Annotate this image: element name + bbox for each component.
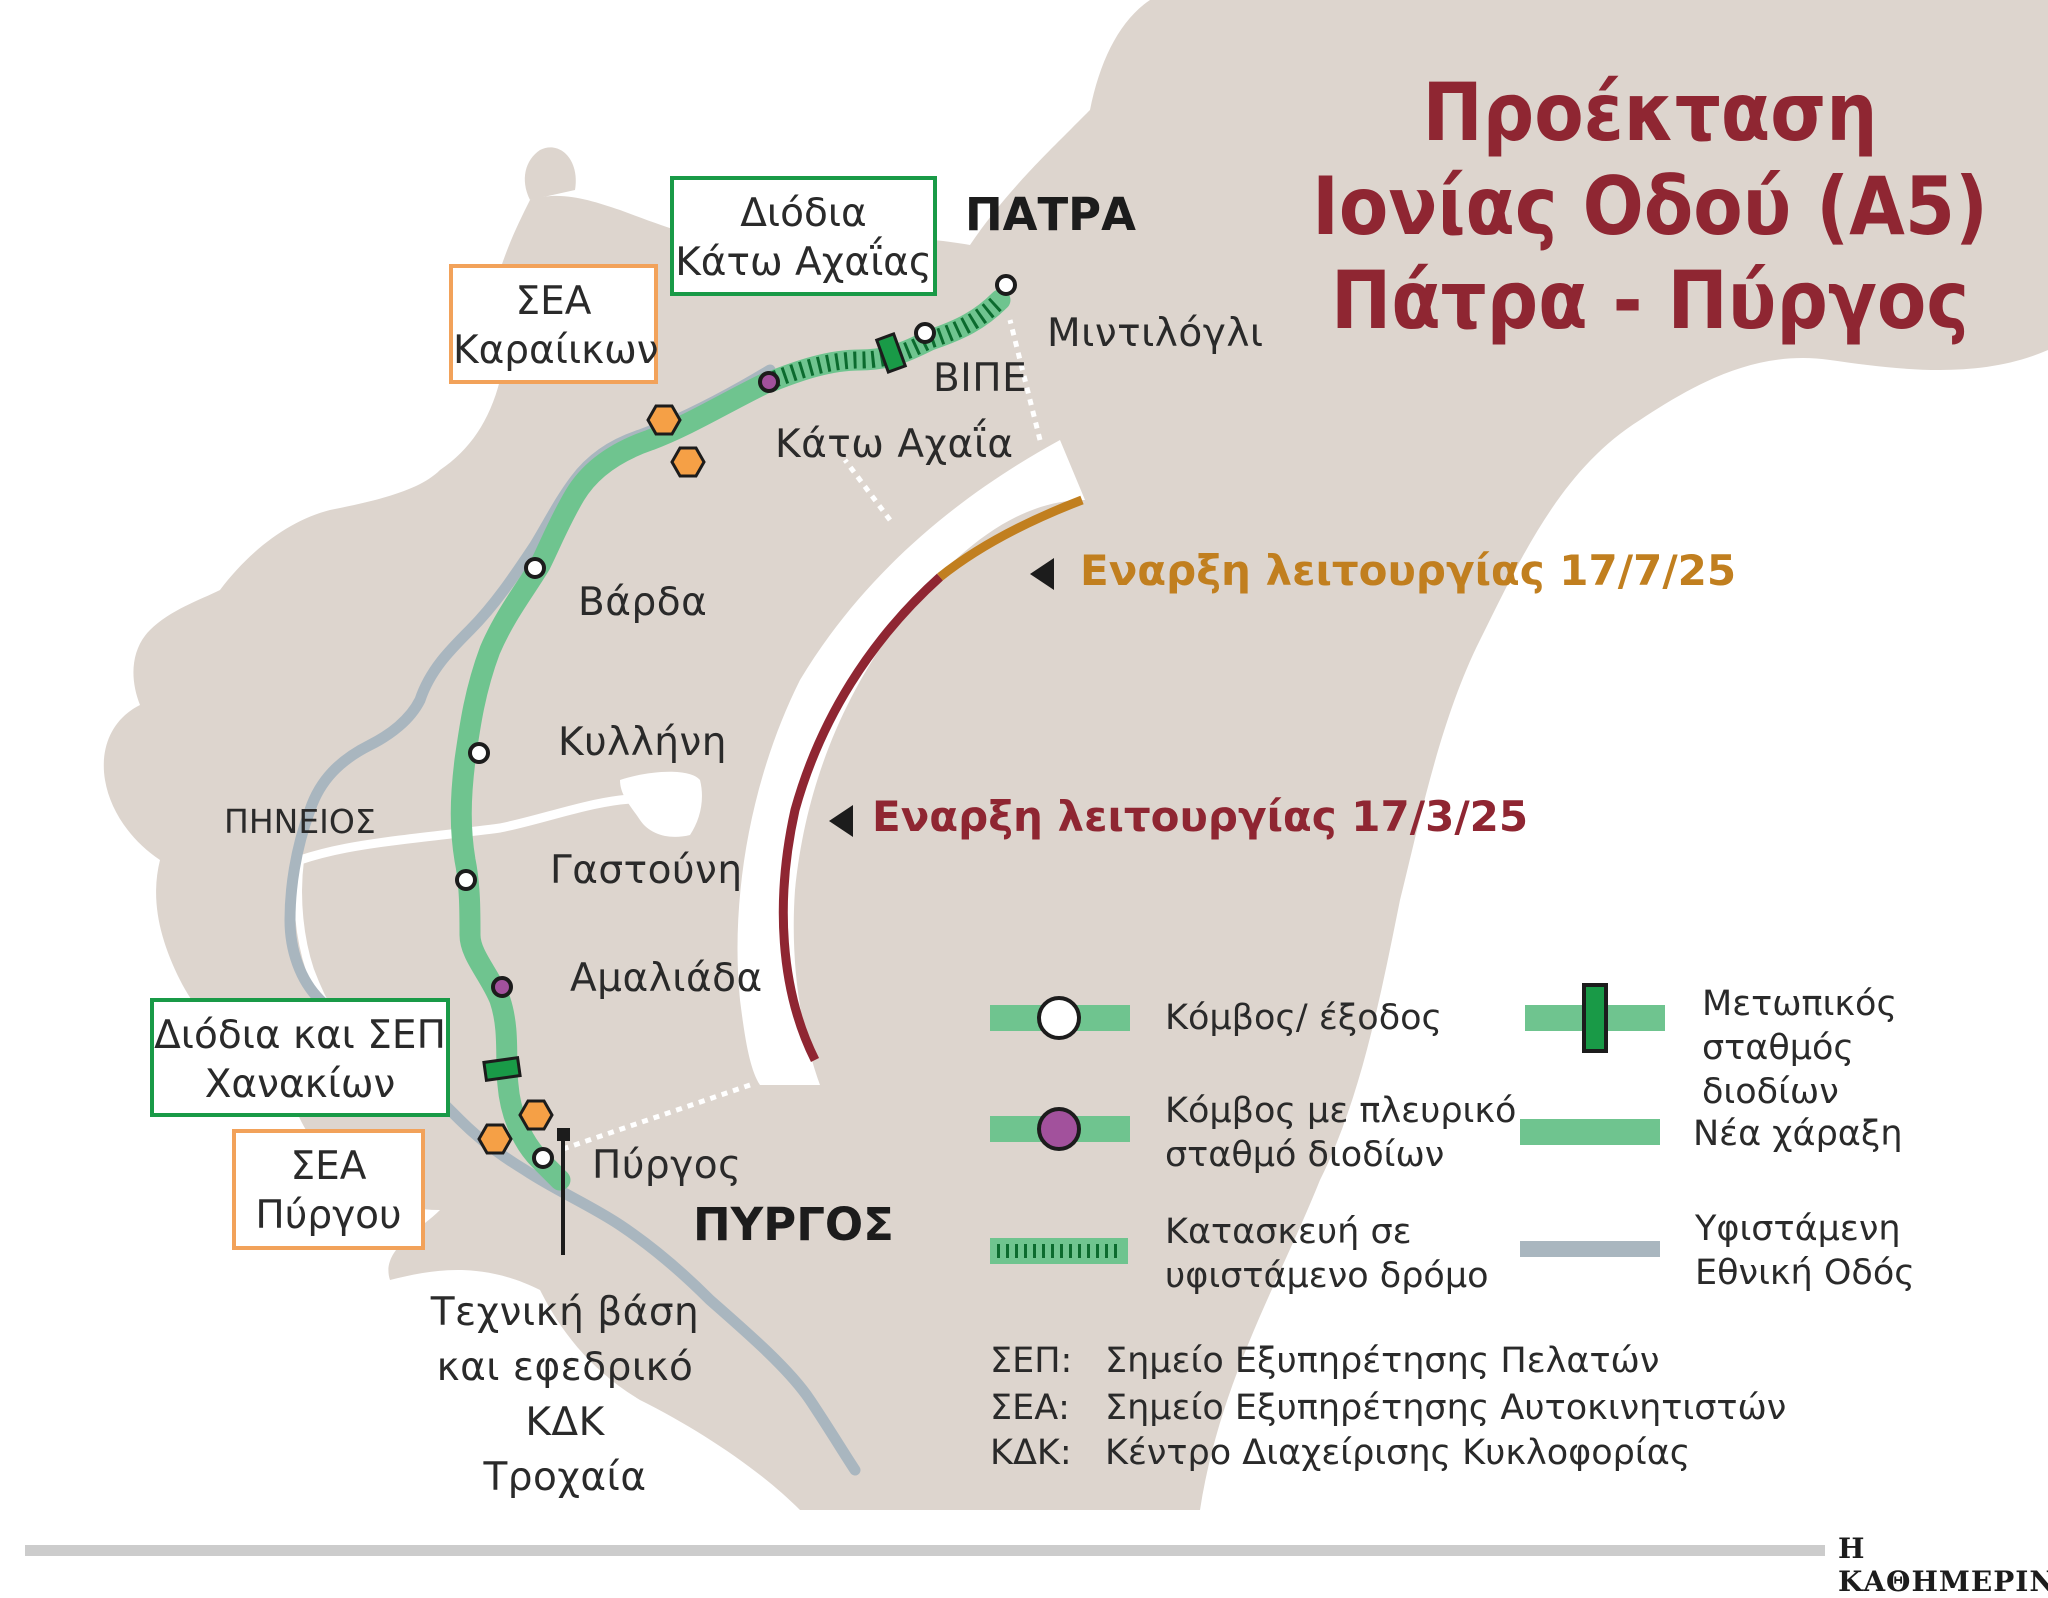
legend-construction-line2: υφιστάμενο δρόμο: [1165, 1256, 1489, 1296]
place-pineios: ΠΗΝΕΙΟΣ: [224, 802, 376, 841]
place-vipe: ΒΙΠΕ: [933, 356, 1028, 401]
legend-node-exit-icon: [1037, 996, 1081, 1040]
front-toll-chanakion-icon: [482, 1056, 522, 1082]
place-gastouni: Γαστούνη: [550, 848, 743, 893]
title-line-2: Ιονίας Οδού (Α5): [1312, 160, 1988, 253]
phase-march-label: Εναρξη λειτουργίας 17/3/25: [872, 792, 1529, 841]
box-toll-kato-achaia-line2: Κάτω Αχαΐας: [675, 240, 932, 285]
phase-july-label: Εναρξη λειτουργίας 17/7/25: [1080, 546, 1737, 595]
technical-base-label: Τεχνική βάση και εφεδρικό ΚΔΚ Τροχαία: [400, 1285, 730, 1505]
box-sea-pyrgou: ΣΕΑ Πύργου: [232, 1129, 425, 1250]
node-pyrgos-icon: [532, 1147, 554, 1169]
lake: [620, 771, 702, 837]
legend-front-toll-icon: [1582, 983, 1608, 1053]
box-toll-sep-chanakion: Διόδια και ΣΕΠ Χανακίων: [150, 998, 450, 1117]
box-toll-sep-chanakion-line1: Διόδια και ΣΕΠ: [154, 1013, 446, 1058]
abbr-kdk-key: ΚΔΚ:: [990, 1433, 1072, 1473]
legend-side-toll-line1: Κόμβος με πλευρικό: [1165, 1091, 1517, 1131]
title-line-3: Πάτρα - Πύργος: [1330, 254, 1970, 347]
legend-front-toll-line2: διοδίων: [1702, 1072, 1839, 1112]
legend-existing-road-label: Υφιστάμενη Εθνική Οδός: [1695, 1207, 1915, 1295]
phase-july-arrow-icon: [1030, 558, 1054, 590]
map-title: Προέκταση Ιονίας Οδού (Α5) Πάτρα - Πύργο…: [1300, 66, 2000, 348]
node-mintilogli-icon: [995, 274, 1017, 296]
legend-node-exit-label: Κόμβος/ έξοδος: [1165, 998, 1443, 1038]
legend-existing-road-icon: [1520, 1241, 1660, 1257]
box-sea-pyrgou-line1: ΣΕΑ: [290, 1144, 367, 1189]
new-route: [450, 371, 779, 1191]
service-area-pyrgou-1-icon: [518, 1099, 554, 1131]
technical-base-line3: Τροχαία: [483, 1455, 647, 1500]
box-sea-pyrgou-line2: Πύργου: [255, 1193, 402, 1238]
legend-existing-road-line1: Υφιστάμενη: [1695, 1209, 1901, 1249]
legend-new-route-label: Νέα χάραξη: [1693, 1114, 1903, 1154]
legend-existing-road-line2: Εθνική Οδός: [1695, 1253, 1915, 1293]
connector-kato-achaia: [843, 458, 892, 522]
box-toll-sep-chanakion-line2: Χανακίων: [204, 1062, 396, 1107]
city-patra: ΠΑΤΡΑ: [965, 188, 1136, 241]
north-cape: [524, 147, 576, 200]
place-kato-achaia: Κάτω Αχαΐα: [775, 422, 1014, 467]
legend-construction-label: Κατασκευή σε υφιστάμενο δρόμο: [1165, 1210, 1489, 1298]
box-toll-kato-achaia: Διόδια Κάτω Αχαΐας: [670, 176, 937, 296]
legend-new-route-icon: [1520, 1119, 1660, 1145]
service-area-karaikon-1-icon: [646, 404, 682, 436]
legend-side-toll-label: Κόμβος με πλευρικό σταθμό διοδίων: [1165, 1089, 1516, 1177]
place-kyllini: Κυλλήνη: [558, 720, 728, 765]
box-sea-karaikon: ΣΕΑ Καραίικων: [449, 264, 659, 384]
connector-mintilogli: [1007, 319, 1043, 441]
title-line-1: Προέκταση: [1422, 66, 1878, 159]
abbr-sep-text: Σημείο Εξυπηρέτησης Πελατών: [1105, 1341, 1660, 1381]
legend-construction-line1: Κατασκευή σε: [1165, 1212, 1412, 1252]
node-vipe-icon: [914, 322, 936, 344]
place-varda: Βάρδα: [578, 580, 708, 625]
phase-march-arrow-icon: [829, 805, 853, 837]
abbr-kdk-text: Κέντρο Διαχείρισης Κυκλοφορίας: [1105, 1433, 1691, 1473]
legend-side-toll-icon: [1037, 1107, 1081, 1151]
node-gastouni-icon: [455, 869, 477, 891]
box-sea-karaikon-line1: ΣΕΑ: [515, 279, 592, 324]
pineios-river: [295, 785, 685, 865]
place-mintilogli: Μιντιλόγλι: [1047, 311, 1264, 356]
technical-base-pin-head-icon: [557, 1128, 570, 1141]
node-varda-icon: [524, 557, 546, 579]
legend-side-toll-line2: σταθμό διοδίων: [1165, 1135, 1445, 1175]
footer-rule: [25, 1545, 1825, 1556]
abbr-sep-key: ΣΕΠ:: [990, 1341, 1073, 1381]
phase-july-line: [937, 495, 1084, 581]
side-toll-node-amaliada-icon: [491, 976, 513, 998]
city-pyrgos: ΠΥΡΓΟΣ: [693, 1198, 894, 1251]
front-toll-kato-achaia-icon: [874, 332, 908, 374]
place-pyrgos: Πύργος: [592, 1143, 742, 1188]
node-kyllini-icon: [468, 742, 490, 764]
legend-front-toll-label: Μετωπικός σταθμός διοδίων: [1702, 982, 2048, 1114]
technical-base-line1: Τεχνική βάση: [430, 1290, 700, 1335]
side-toll-node-kato-achaia-icon: [758, 371, 780, 393]
brand-logo: Η ΚΑΘΗΜΕΡΙΝΗ: [1838, 1532, 2048, 1598]
box-sea-karaikon-line2: Καραίικων: [453, 328, 659, 373]
phase-march-line: [778, 573, 944, 1063]
connector-pyrgos: [559, 1082, 751, 1153]
abbr-sea-text: Σημείο Εξυπηρέτησης Αυτοκινητιστών: [1105, 1388, 1787, 1428]
abbr-sea-key: ΣΕΑ:: [990, 1388, 1070, 1428]
technical-base-line2: και εφεδρικό ΚΔΚ: [436, 1345, 694, 1445]
legend-front-toll-line1: Μετωπικός σταθμός: [1702, 984, 1897, 1068]
service-area-pyrgou-2-icon: [477, 1123, 513, 1155]
service-area-karaikon-2-icon: [670, 446, 706, 478]
place-amaliada: Αμαλιάδα: [570, 956, 763, 1001]
box-toll-kato-achaia-line1: Διόδια: [740, 191, 867, 236]
